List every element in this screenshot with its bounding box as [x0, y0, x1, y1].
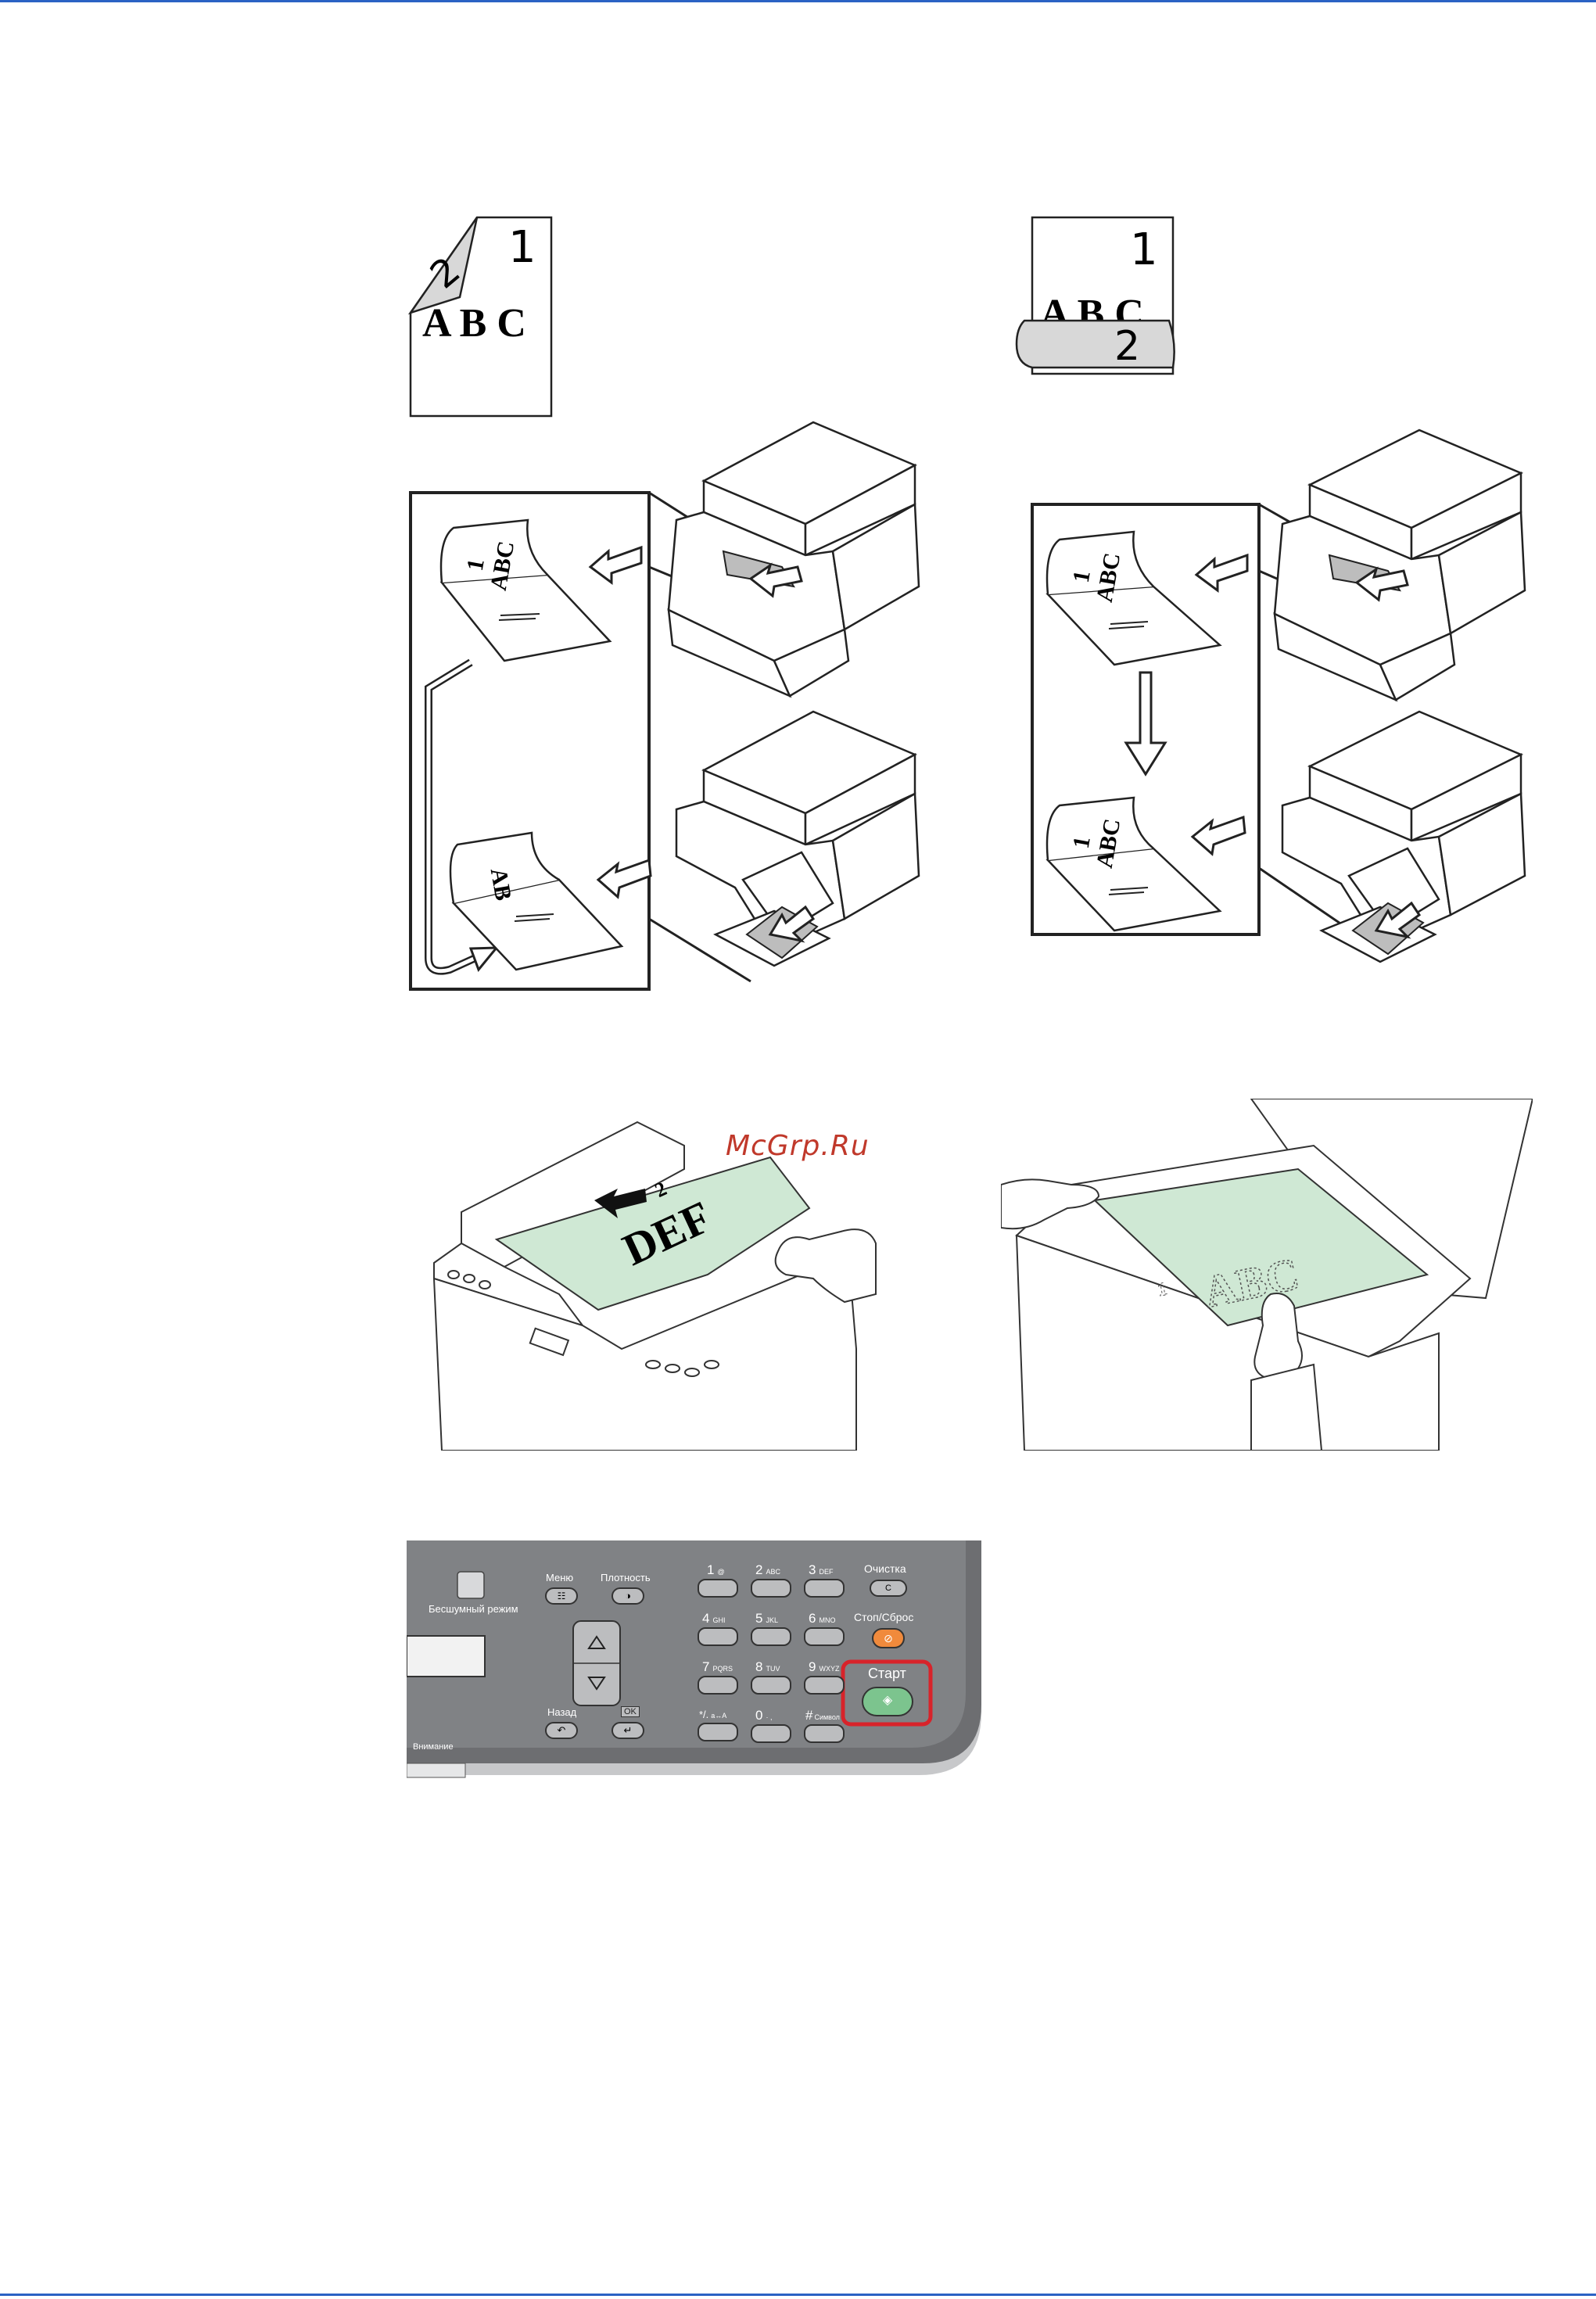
start-button[interactable]: ◈ — [862, 1687, 913, 1716]
key-sub: DEF — [819, 1568, 833, 1576]
key-sub: Символ — [814, 1713, 839, 1721]
stop-icon: ⊘ — [884, 1632, 893, 1644]
key-num: 2 — [755, 1562, 762, 1577]
stop-reset-button[interactable]: ⊘ — [872, 1628, 905, 1648]
key-num: 3 — [809, 1562, 816, 1577]
ok-label: OK — [621, 1706, 640, 1717]
top-rule — [0, 0, 1596, 2]
key-0[interactable]: 0 · , — [751, 1708, 791, 1743]
contrast-icon: ◑ — [625, 1590, 631, 1601]
density-button[interactable]: ◑ — [612, 1587, 644, 1605]
clear-button[interactable]: C — [870, 1580, 907, 1597]
front-page-number-right: 1 — [1130, 224, 1158, 275]
key-sub: a↔A — [711, 1712, 726, 1720]
right-page-icon: 1 A B C 2 — [1017, 217, 1175, 374]
key-hash[interactable]: #Символ — [804, 1708, 845, 1743]
key-num: 1 — [707, 1562, 714, 1577]
original-orientation-figure: 2 1 A B C 1 A B C 2 — [399, 211, 1181, 422]
ok-button[interactable]: ↵ — [612, 1722, 644, 1739]
front-page-number: 1 — [508, 222, 536, 273]
menu-icon: ☷ — [558, 1591, 566, 1601]
watermark: McGrp.Ru — [726, 1130, 870, 1162]
key-num: 8 — [755, 1659, 762, 1674]
left-page-icon: 2 1 A B C — [411, 217, 551, 416]
key-sub: · , — [766, 1713, 772, 1721]
up-arrow-button[interactable] — [573, 1621, 620, 1663]
key-num: */. — [699, 1709, 708, 1720]
key-sub: PQRS — [712, 1665, 733, 1673]
control-panel-figure: Бесшумный режим Внимание Меню ☷ Плотност… — [407, 1540, 985, 1779]
key-sub: WXYZ — [819, 1665, 839, 1673]
adf-duplex-figure-right: 1 ABC 1 ABC — [1024, 422, 1533, 1001]
down-arrow-button[interactable] — [573, 1663, 620, 1705]
bottom-rule — [0, 2294, 1596, 2296]
key-star[interactable]: */.a↔A — [698, 1708, 738, 1741]
key-sub: JKL — [766, 1616, 778, 1624]
key-8[interactable]: 8 TUV — [751, 1659, 791, 1695]
key-5[interactable]: 5 JKL — [751, 1611, 791, 1646]
key-2[interactable]: 2 ABC — [751, 1562, 791, 1598]
key-num: 6 — [809, 1611, 816, 1626]
key-num: 7 — [702, 1659, 709, 1674]
back-button[interactable]: ↶ — [545, 1722, 578, 1739]
key-num: # — [805, 1708, 812, 1723]
back-arrow-icon: ↶ — [558, 1724, 566, 1736]
stop-reset-label: Стоп/Сброс — [854, 1611, 913, 1623]
key-sub: @ — [717, 1568, 724, 1576]
adf-loading-figure: 2 DEF — [418, 1114, 903, 1451]
page-text: A B C — [422, 301, 526, 346]
start-label: Старт — [868, 1666, 906, 1682]
start-icon: ◈ — [883, 1694, 892, 1707]
key-num: 9 — [809, 1659, 816, 1674]
key-1[interactable]: 1@ — [698, 1562, 738, 1598]
attention-label: Внимание — [413, 1742, 454, 1752]
key-sub: TUV — [766, 1665, 780, 1673]
menu-button[interactable]: ☷ — [545, 1587, 578, 1605]
adf-duplex-figure-left: 1 ABC AB — [407, 418, 931, 997]
back-label: Назад — [547, 1706, 576, 1718]
clear-key-label: C — [885, 1583, 891, 1593]
key-sub: ABC — [766, 1568, 780, 1576]
back-page-number-right: 2 — [1114, 323, 1140, 370]
key-num: 4 — [702, 1611, 709, 1626]
key-num: 5 — [755, 1611, 762, 1626]
enter-icon: ↵ — [624, 1724, 633, 1736]
key-sub: MNO — [819, 1616, 835, 1624]
key-sub: GHI — [712, 1616, 725, 1624]
density-label: Плотность — [601, 1572, 651, 1583]
key-num: 0 — [755, 1708, 762, 1723]
clear-label: Очистка — [864, 1562, 906, 1575]
silent-mode-label: Бесшумный режим — [429, 1603, 518, 1615]
menu-label: Меню — [546, 1572, 573, 1583]
platen-loading-figure: 1 ABC — [1001, 1099, 1533, 1451]
